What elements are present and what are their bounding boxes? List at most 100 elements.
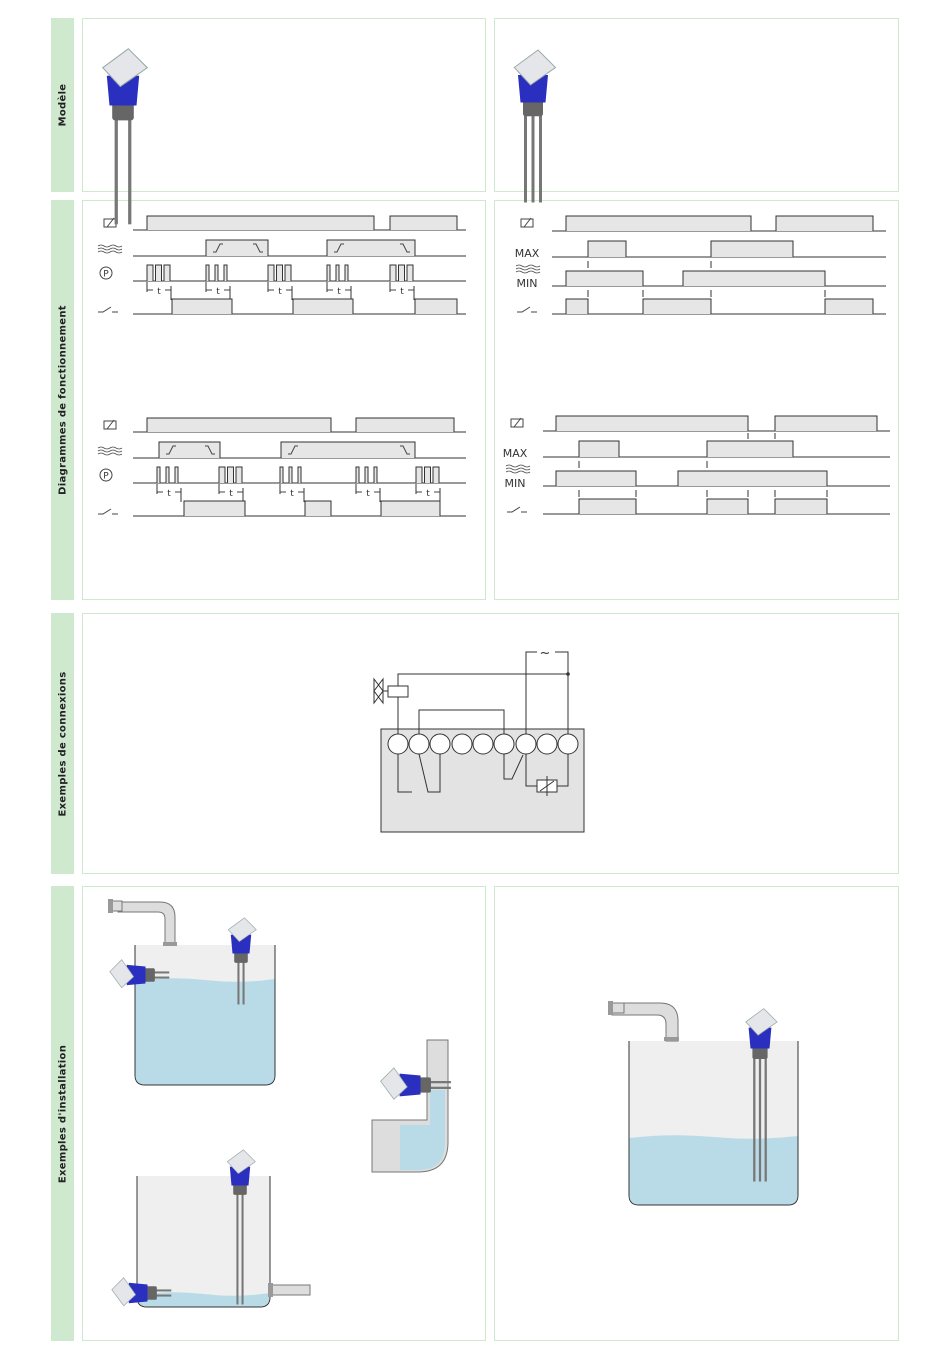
switch-row-pulse [183,500,246,516]
sensor-housing [230,934,252,954]
power-box [520,218,534,228]
liquid-level-icon [97,452,123,456]
installation-panel-right [494,886,899,1341]
p-pulse [163,264,171,281]
switch-row-pulse [774,498,828,514]
power-slash [523,217,532,228]
sensor-top-tank3 [745,1008,778,1182]
p-pulse [364,466,369,483]
wire [525,754,537,787]
sensor-thread [418,1077,431,1093]
switch-row-pulse [414,298,458,314]
level-ramp [213,243,263,253]
sensor-cap [745,1008,778,1036]
connection-panel [82,613,899,874]
pipe-flange [163,942,177,946]
tank-3-water [629,1135,798,1205]
power-row-pulse [146,215,375,230]
power-slash [106,419,115,430]
p-pulse [297,466,302,483]
sensor-housing [399,1073,421,1097]
level-row-pulse [205,239,269,256]
section-label-diagrams: Diagrammes de fonctionnement [51,200,74,600]
pipe-nozzle-flange [108,899,113,913]
terminal [451,733,473,755]
p-pulse [398,264,405,281]
sensor-probe [154,976,170,979]
sensor-cap [227,917,257,943]
liquid-level-icon [97,244,123,248]
power-supply-icon [510,417,524,428]
level-ramp [288,445,410,455]
sensor-cap [101,48,149,88]
p-pulse [276,264,283,281]
p-pulse [279,466,284,483]
t-label: t [426,489,430,499]
sensor-cap [513,49,557,86]
terminal [493,733,515,755]
power-row-pulse [389,215,458,230]
max-row-pulse [587,240,627,257]
section-label-model: Modèle [51,18,74,192]
wire [557,754,569,787]
diagram-panel-left [82,200,486,600]
min-row-pulse [555,470,637,486]
sensor-probe [156,1289,172,1292]
installation-panel-left [82,886,486,1341]
t-label: t [157,287,161,297]
wire [418,709,505,734]
terminal [408,733,430,755]
ac-symbol: ~ [540,646,551,661]
p-pulse [223,264,228,281]
pipe-nozzle [111,900,123,912]
power-supply-icon [520,217,534,228]
p-pulse [174,466,179,483]
power-slash [106,217,115,228]
min-label-top: MIN [517,277,538,290]
p-pulse [373,466,378,483]
sensor-thread [143,968,155,982]
switch-row-pulse [706,498,749,514]
p-pulse [335,264,340,281]
p-pulse [235,466,243,483]
p-pulse [344,264,349,281]
junction-dot [566,672,570,676]
liquid-level-icon [515,264,541,268]
wire [525,651,537,734]
sensor-probe [531,115,535,203]
sensor-thread [752,1046,768,1059]
level-row-pulse [158,441,221,458]
section-label-connections: Exemples de connexions [51,613,74,874]
sensor-housing [748,1027,772,1049]
sensor-model-left [101,48,149,225]
liquid-level-icon [515,267,541,271]
power-row-pulse [775,215,874,231]
power-row-pulse [565,215,752,231]
min-row-pulse [677,470,828,486]
max-row-pulse [710,240,794,257]
p-pulse [214,264,219,281]
terminal [557,733,579,755]
sensor-probe [128,119,132,225]
sensor-housing [128,1282,148,1304]
sensor-cap [109,959,135,989]
p-pulse [218,466,226,483]
max-row-pulse [706,440,794,457]
sensor-pipe [380,1067,451,1100]
inlet-pipe [117,901,176,946]
sensor-thread [145,1286,157,1300]
level-ramp [166,445,215,455]
level-row-pulse [326,239,416,256]
valve-actuator [387,685,409,698]
power-row-pulse [146,417,332,432]
level-row-pulse [280,441,416,458]
sensor-cap [226,1149,256,1175]
t-label: t [278,287,282,297]
p-letter: P [103,472,109,482]
sensor-housing [518,75,548,103]
power-box [103,420,117,430]
liquid-level-icon [97,247,123,251]
t-label: t [366,489,370,499]
sensor-probe [114,119,118,225]
p-pulse [267,264,275,281]
